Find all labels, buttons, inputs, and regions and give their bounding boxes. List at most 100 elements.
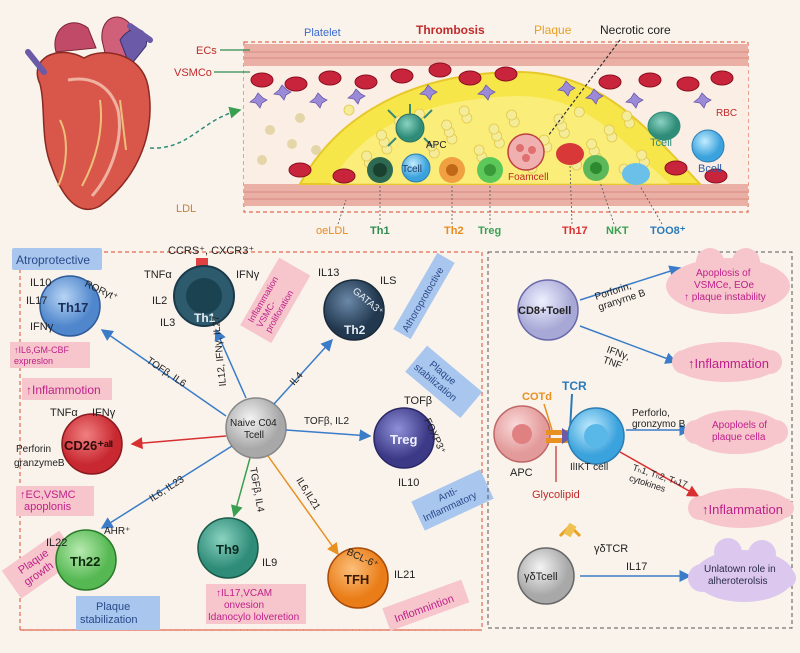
nkt-out2: ↑Inflammation [702, 502, 783, 517]
atheroprotective-box [12, 248, 102, 270]
th1-ifng: IFNγ [236, 269, 260, 281]
th17-cyt-1: IL17 [26, 295, 47, 307]
heart-illustration [25, 16, 153, 211]
red-blood-cell [664, 160, 688, 176]
th22-il22: IL22 [46, 537, 67, 549]
red-blood-cell [332, 168, 356, 184]
foamcell [507, 133, 545, 171]
th1-receptor-marker [196, 258, 208, 266]
treg-il10: IL10 [398, 477, 419, 489]
arrow-tfh-label: IL6,IL21 [293, 476, 322, 513]
nkt-arrow-2 [619, 451, 700, 497]
th9-eff-3-line: Idanocylo lolveretion [208, 612, 299, 623]
lipid-droplet [553, 113, 565, 125]
th17-eff-1-line: ↑IL6,GM-CBF [14, 345, 70, 355]
cd8-out1-cloud [666, 248, 790, 314]
arrow-to-th22 [100, 445, 233, 529]
cd8-small-cell [622, 163, 650, 185]
red-blood-cell [710, 70, 734, 86]
th9-cell [197, 517, 259, 579]
cd1d-leader [543, 403, 553, 431]
cd8-out2: ↑Inflammation [688, 356, 769, 371]
treg-top: TOFβ [404, 395, 432, 407]
platelets [249, 80, 712, 109]
nkt-out1-cloud [684, 410, 788, 454]
th1-cyt-1: IL2 [152, 295, 167, 307]
tcell-right-label: Tcell [650, 137, 672, 149]
th17-small-cell [556, 143, 584, 165]
th9-eff-1-line: ↑IL17,VCAM [216, 588, 272, 599]
naive-1-line: Naive C04 [230, 418, 277, 429]
naive-cd4-cell [225, 397, 287, 459]
arrow-th1-label: IL12, IFNγ, IL27 [211, 314, 229, 386]
arrow-treg-label: TOFβ, IL2 [304, 416, 349, 427]
ldl-particle [295, 113, 305, 123]
red-blood-cell [284, 76, 308, 92]
nkt-out2-cloud [688, 488, 794, 528]
bcell [691, 129, 725, 163]
red-blood-cell [458, 70, 482, 86]
cd8-out2-cloud [672, 342, 782, 382]
anti-inflammatory-box [411, 469, 494, 531]
cd8-o1-3-line: ↑ plaque instability [684, 292, 766, 303]
lipid-droplet [621, 110, 633, 122]
th2-cyt-0: IL13 [318, 267, 339, 279]
red-blood-cell [318, 70, 342, 86]
th17-top-label: Th17 [562, 225, 588, 237]
nkt-o1-1-line: Apoploels of [712, 420, 767, 431]
lipid-droplet [361, 150, 373, 162]
necrotic-leader [547, 39, 621, 137]
lipid-droplet [473, 144, 485, 156]
arrow-to-treg [285, 429, 372, 442]
nkt-cell [567, 407, 625, 465]
red-blood-cell [638, 72, 662, 88]
necrotic-core-label: Necrotic core [600, 23, 671, 37]
gd-o-1-line: Unlatown role in [704, 564, 776, 575]
ps-th22-1-line: Plaque [96, 601, 130, 613]
th1-receptors: CCRS⁺, CXCR3⁺ [168, 245, 254, 257]
tfh-il21: IL21 [394, 569, 415, 581]
apc-right-cell [493, 405, 551, 463]
gd-tcr-receptor [558, 522, 582, 538]
ldl-label: LDL [176, 203, 196, 215]
th9-label: Th9 [216, 542, 239, 557]
tfh-effect-box [382, 579, 470, 631]
cd26-granzyme: granzymeB [14, 458, 65, 469]
th2-cell [323, 279, 385, 341]
red-blood-cell [676, 76, 700, 92]
th1-label: Th1 [194, 311, 216, 325]
ldl-particle [265, 125, 275, 135]
leaders-to-labels [337, 165, 663, 225]
nkt-arrow2-label: Tₕ1, Tₕ2, Tₕ17cytokines [628, 462, 689, 500]
platelet [557, 80, 576, 97]
right-panel-border [487, 251, 793, 629]
foamcell-label: Foamcell [508, 172, 549, 183]
lipid-droplet [506, 109, 518, 121]
red-blood-cell [250, 72, 274, 88]
nkt-a1-2-line: gronzymo B [632, 419, 686, 430]
cd8-top-label: TOO8⁺ [650, 225, 686, 237]
vsmc-label: VSMCo [174, 67, 212, 79]
th17-label: Th17 [58, 300, 88, 315]
vessel-wall-bottom [244, 184, 748, 206]
red-blood-cell [390, 68, 414, 84]
platelet [625, 92, 644, 109]
bcell-label: Bcell [698, 163, 722, 175]
red-blood-cell [598, 74, 622, 90]
th1-small-cell [367, 157, 393, 183]
th2-cyt-1: ILS [380, 275, 397, 287]
oxldl-label: oeLDL [316, 225, 348, 237]
cd8-arrow2-label: IFNγ,TNF [601, 344, 631, 373]
red-blood-cells [250, 62, 734, 184]
glycolipid-label: Glycolipid [532, 489, 580, 501]
cd26-cyt-1: IFNγ [92, 407, 116, 419]
cd8-arrow1-label: Porforin,granyrne B [594, 277, 648, 313]
ldl-particles [257, 113, 321, 165]
cd26-eff-1-line: ↑EC,VSMC [20, 489, 76, 501]
red-blood-cell [494, 66, 518, 82]
platelet [249, 92, 268, 109]
ldl-particle [311, 145, 321, 155]
